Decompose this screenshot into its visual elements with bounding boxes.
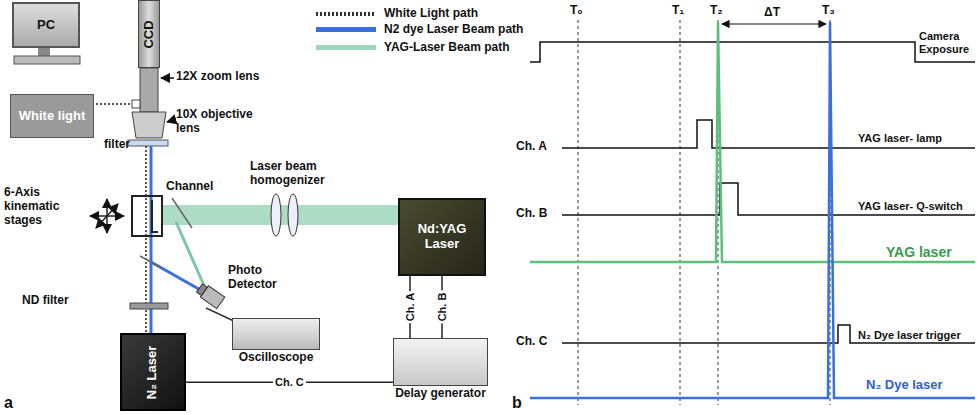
time-label: T₀ bbox=[570, 4, 583, 18]
pc-stand bbox=[38, 48, 50, 56]
camera-exposure-signal bbox=[530, 42, 975, 62]
nd-filter-plate bbox=[130, 303, 168, 309]
legend-swatch bbox=[316, 45, 376, 50]
n2-pulse bbox=[530, 22, 975, 398]
signal-name: Camera Exposure bbox=[919, 30, 977, 55]
node-label: PC bbox=[33, 18, 59, 33]
delay-generator: Delay generator bbox=[393, 338, 488, 386]
signal-name: YAG laser bbox=[886, 244, 952, 260]
node-label: White light bbox=[15, 109, 89, 124]
mirror bbox=[140, 256, 162, 268]
edge-label: Ch. C bbox=[273, 376, 306, 388]
time-markers bbox=[578, 20, 830, 405]
homogenizer-lens bbox=[271, 194, 281, 236]
time-label: T₂ bbox=[710, 4, 723, 18]
legend-sample-dotted bbox=[316, 12, 376, 16]
time-label: T₃ bbox=[822, 4, 835, 18]
time-label: T₁ bbox=[672, 4, 684, 18]
channel bbox=[132, 196, 162, 236]
legend-swatch bbox=[316, 27, 376, 32]
part-label: 12X zoom lens bbox=[176, 70, 259, 84]
stage-arrows bbox=[90, 199, 124, 233]
beam-splitter bbox=[172, 198, 192, 228]
node-label: Oscilloscope bbox=[239, 351, 314, 365]
part-label: Channel bbox=[166, 180, 213, 194]
signal-name: N₂ Dye laser trigger bbox=[858, 329, 961, 342]
part-label: 10X objective lens bbox=[176, 108, 256, 136]
oscilloscope: Oscilloscope bbox=[232, 318, 320, 350]
leader-line bbox=[161, 77, 174, 79]
channel-wall bbox=[152, 200, 158, 232]
part-label: Photo Detector bbox=[228, 264, 298, 292]
channel-label: Ch. C bbox=[516, 335, 547, 349]
laser-box: Nd:YAG Laser bbox=[398, 198, 486, 276]
node-label: Delay generator bbox=[395, 387, 486, 401]
channel-label: Ch. B bbox=[516, 207, 547, 221]
legend-text: N2 dye Laser Beam path bbox=[384, 22, 523, 36]
edge-label: Ch. B bbox=[436, 291, 448, 324]
laser-box: N₂ Laser bbox=[120, 333, 186, 411]
part-label: 6-Axis kinematic stages bbox=[4, 186, 76, 227]
channel-label: Ch. A bbox=[516, 140, 547, 154]
panel-letter: a bbox=[4, 394, 13, 412]
leader-line bbox=[167, 120, 174, 122]
signal-name: YAG laser- Q-switch bbox=[858, 200, 963, 213]
interval-label: ΔT bbox=[764, 6, 780, 20]
filter-plate bbox=[128, 140, 168, 146]
monitor: PC bbox=[12, 2, 80, 48]
keyboard bbox=[14, 56, 80, 64]
edge-label: Ch. A bbox=[404, 291, 416, 323]
node-label: CCD bbox=[142, 20, 157, 48]
signal-name: YAG laser- lamp bbox=[858, 132, 942, 145]
ccd-camera: CCD bbox=[138, 0, 160, 68]
legend-text: White Light path bbox=[384, 6, 478, 20]
photo-detector bbox=[195, 282, 224, 308]
signal-name: N₂ Dye laser bbox=[866, 378, 943, 393]
part-label: Laser beam homogenizer bbox=[250, 160, 350, 188]
objective-lens bbox=[132, 112, 166, 138]
qswitch-signal bbox=[562, 183, 975, 215]
zoom-lens bbox=[140, 68, 158, 112]
delta-t-arrow bbox=[722, 23, 826, 24]
node-label: N₂ Laser bbox=[146, 345, 161, 398]
part-label: ND filter bbox=[22, 294, 69, 308]
yag-pulse bbox=[530, 22, 975, 262]
legend-text: YAG-Laser Beam path bbox=[384, 40, 510, 54]
homogenizer-lens bbox=[288, 194, 298, 236]
part-label: filter bbox=[104, 138, 130, 152]
lamp-signal bbox=[562, 120, 975, 148]
light-source: White light bbox=[10, 94, 94, 138]
trigger-signal bbox=[562, 325, 975, 343]
node-label: Nd:YAG Laser bbox=[400, 222, 484, 252]
panel-letter: b bbox=[512, 394, 522, 412]
fiber-port bbox=[132, 100, 140, 108]
